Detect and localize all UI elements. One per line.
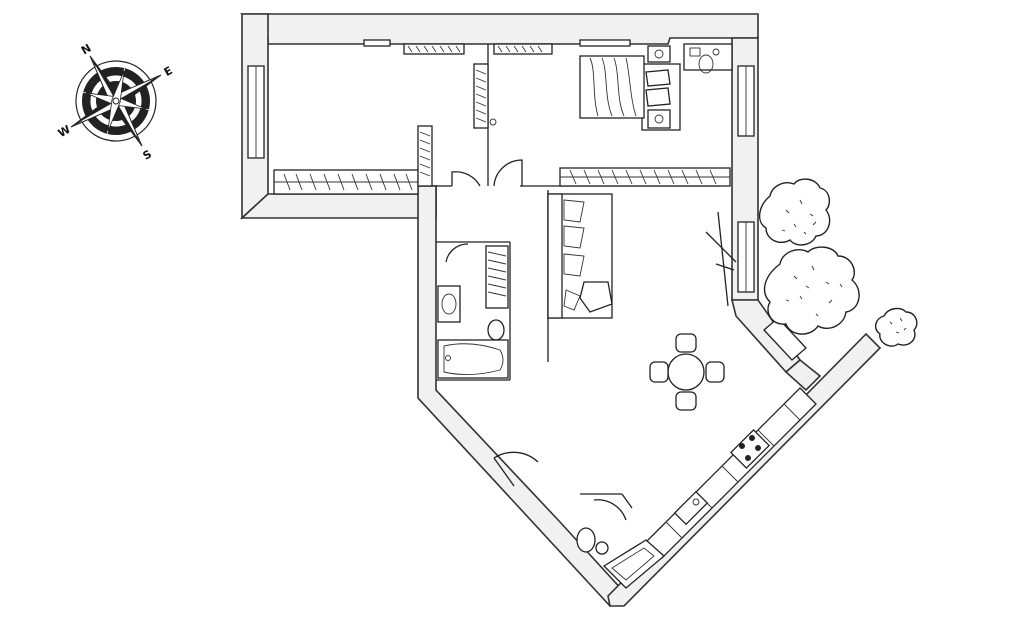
bidet — [595, 541, 609, 555]
tv-unit — [705, 211, 737, 307]
second-bathroom — [576, 527, 665, 589]
wardrobes — [273, 43, 731, 309]
wardrobe-left-vertical — [417, 125, 433, 187]
tree-3 — [874, 307, 918, 347]
tree-1 — [759, 178, 831, 246]
cooktop — [729, 428, 771, 470]
wardrobe-bathroom — [485, 245, 509, 309]
bathtub — [437, 339, 509, 379]
door-entrance — [493, 451, 539, 463]
wardrobe-top-middle — [493, 43, 553, 55]
door-bathroom — [445, 243, 469, 263]
kitchen-counter — [645, 387, 817, 559]
compass-rose: N E S W — [56, 42, 175, 163]
window-diagonal — [763, 317, 807, 361]
wardrobe-hall-vertical — [473, 63, 497, 129]
bedroom-furniture — [579, 43, 733, 131]
sofa — [547, 193, 613, 319]
window-top-right — [579, 39, 631, 47]
compass-west-label: W — [56, 123, 73, 140]
door-hall — [451, 171, 481, 187]
compass-east-label: E — [162, 64, 175, 79]
windows — [247, 39, 807, 361]
vanity — [437, 285, 461, 323]
main-bathroom — [437, 285, 509, 379]
toilet — [487, 319, 505, 341]
wall-balcony — [784, 358, 822, 392]
living-room-furniture — [547, 193, 737, 411]
door-wc — [593, 499, 627, 521]
compass-south-label: S — [141, 147, 154, 162]
wardrobe-left-long — [273, 169, 419, 195]
door-bedroom — [493, 159, 523, 187]
kitchen-sink — [673, 490, 709, 526]
pillow-2 — [645, 87, 671, 107]
toilet-2 — [576, 527, 596, 553]
tree-2 — [763, 246, 860, 335]
nightstand-bottom — [647, 109, 671, 129]
nightstand-top — [647, 45, 671, 63]
dining-table — [649, 333, 725, 411]
pillow-1 — [645, 69, 671, 87]
wardrobe-top-left — [403, 43, 465, 55]
wall-north — [239, 13, 759, 45]
wall-west-lower — [417, 185, 626, 608]
window-top-left — [363, 39, 391, 47]
compass-north-label: N — [79, 42, 93, 58]
wardrobe-bedroom-long — [559, 167, 731, 187]
trees — [759, 178, 918, 347]
doors — [445, 159, 627, 521]
